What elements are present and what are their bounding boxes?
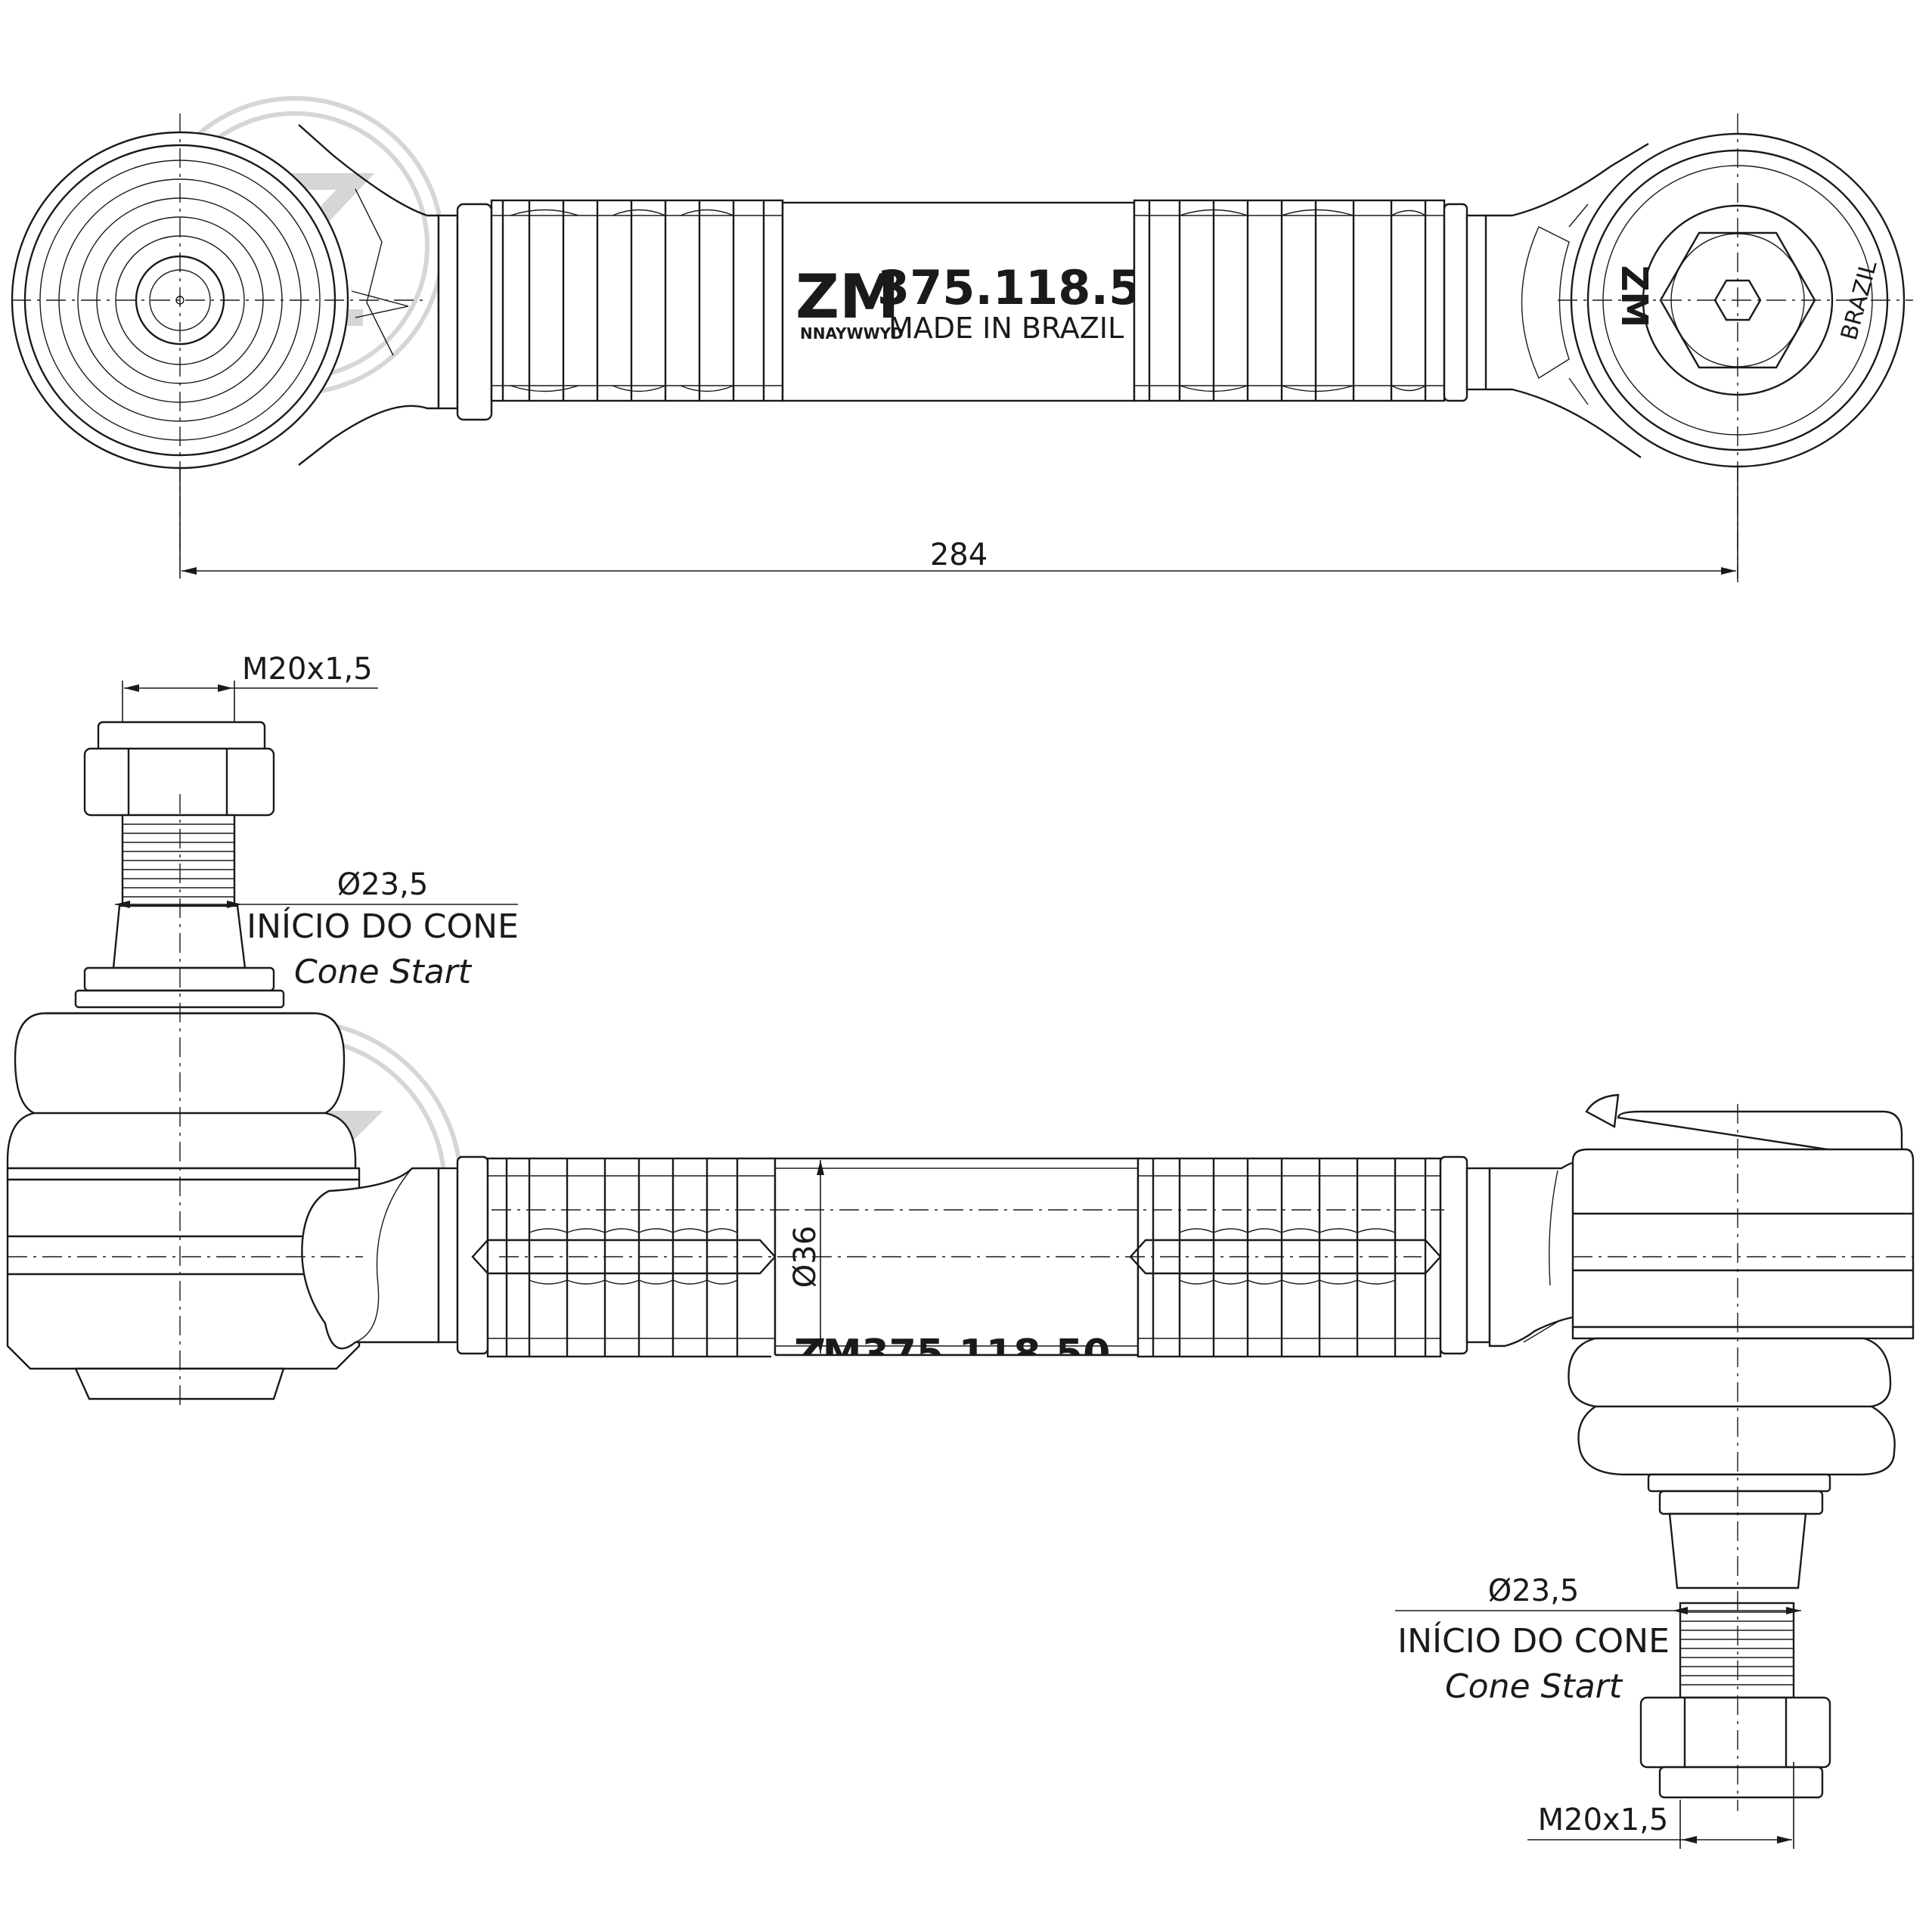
top-view: ZM 375.118.50 NNAYWWYD MADE IN BRAZIL ZM… — [11, 113, 1913, 582]
nut-brand-mark: ZM — [1613, 265, 1655, 328]
left-eye-socket — [301, 1167, 440, 1350]
dimension-284: 284 — [930, 538, 988, 572]
left-cone-label-pt: INÍCIO DO CONE — [247, 906, 519, 946]
right-eye-arm — [1486, 142, 1649, 458]
left-ball-joint-body — [6, 1012, 361, 1400]
center-tube-top — [781, 201, 1136, 402]
part-number-mark: 375.118.50 — [877, 260, 1174, 315]
right-cone-diameter: Ø23,5 — [1488, 1574, 1580, 1608]
right-thread-spec: M20x1,5 — [1538, 1803, 1669, 1837]
right-cone-label-pt: INÍCIO DO CONE — [1397, 1620, 1670, 1661]
right-knurl-side — [1129, 1157, 1442, 1358]
left-cone-label-en: Cone Start — [294, 953, 473, 991]
left-knurl-top — [490, 199, 784, 402]
brand-mark: ZM — [795, 262, 900, 332]
left-stud — [74, 721, 285, 1009]
date-code-mark: NNAYWWYD — [800, 324, 904, 343]
left-hex-nut — [83, 747, 275, 817]
right-ball-joint-body — [1568, 1093, 1915, 1515]
right-knurl-top — [1133, 199, 1446, 402]
left-cone-diameter: Ø23,5 — [337, 867, 429, 902]
side-view: ZM375.118.50 — [6, 652, 1915, 1849]
right-stud — [1639, 1512, 1831, 1799]
tube-diameter: Ø36 — [788, 1226, 823, 1288]
left-thread-spec: M20x1,5 — [242, 652, 373, 687]
right-hex-nut — [1639, 1696, 1831, 1769]
left-collar — [437, 214, 459, 410]
right-thread — [1679, 1602, 1795, 1699]
left-knurl-side — [471, 1157, 777, 1358]
origin-mark: MADE IN BRAZIL — [888, 312, 1124, 345]
right-cone-label-en: Cone Start — [1445, 1667, 1623, 1706]
